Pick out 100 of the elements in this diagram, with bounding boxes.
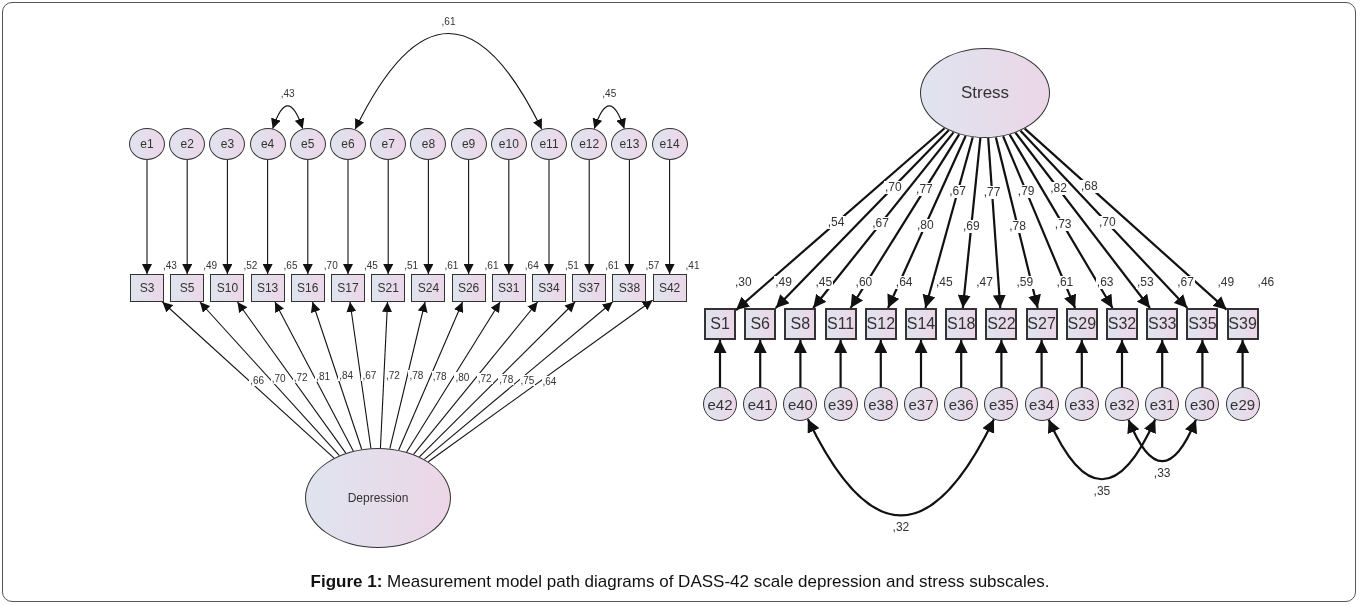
arrow: [463, 159, 474, 275]
error-term-ellipse: e13: [611, 128, 648, 160]
arrow: [1155, 340, 1169, 387]
r-squared-value: ,61: [443, 260, 460, 271]
observed-variable-box: S24: [411, 274, 446, 302]
arrow: [1014, 132, 1151, 309]
edge-label: ,67: [361, 369, 378, 381]
error-term-circle: e30: [1185, 387, 1220, 421]
edge-label: ,77: [915, 183, 934, 197]
arrow: [812, 131, 955, 309]
arrow: [302, 159, 313, 275]
edge-label: ,67: [948, 185, 967, 199]
observed-variable-box: S26: [451, 274, 486, 302]
edge-label: ,75: [519, 375, 536, 387]
edge-label: ,54: [826, 216, 846, 230]
r-squared-value: ,45: [814, 276, 834, 289]
arrow: [1035, 340, 1049, 387]
r-squared-value: ,47: [975, 276, 994, 289]
arrow: [664, 159, 675, 275]
arrow: [887, 135, 967, 309]
observed-variable-box: S1: [704, 308, 736, 340]
observed-variable-box: S33: [1146, 308, 1179, 340]
r-squared-value: ,51: [564, 260, 580, 271]
error-term-ellipse: e4: [249, 128, 286, 160]
observed-variable-box: S32: [1106, 308, 1138, 340]
r-squared-value: ,64: [523, 260, 540, 271]
arrow: [413, 301, 539, 455]
covariance-arrow: [1047, 419, 1157, 481]
error-term-ellipse: e1: [129, 128, 165, 160]
error-term-circle: e35: [984, 387, 1019, 421]
observed-variable-box: S39: [1226, 308, 1259, 340]
covariance-arrow: [271, 105, 304, 130]
r-squared-value: ,46: [1256, 276, 1276, 289]
arrow: [389, 301, 428, 450]
error-term-ellipse: e10: [490, 128, 527, 160]
observed-variable-box: S5: [170, 274, 205, 302]
observed-variable-box: S3: [130, 274, 164, 302]
edge-label: ,70: [1097, 216, 1117, 230]
edge-label: ,73: [1053, 218, 1073, 232]
edge-label: ,43: [279, 88, 296, 100]
arrow: [834, 340, 848, 387]
arrow: [584, 159, 595, 275]
error-term-ellipse: e5: [289, 128, 326, 160]
arrow: [423, 159, 434, 275]
r-squared-value: ,57: [644, 260, 661, 271]
error-term-ellipse: e14: [651, 128, 688, 160]
arrow: [236, 301, 347, 454]
arrow: [379, 301, 393, 449]
covariance-arrow: [354, 33, 543, 130]
edge-label: ,67: [871, 217, 890, 231]
arrow: [262, 159, 273, 275]
arrow: [142, 159, 152, 275]
error-term-ellipse: e9: [450, 128, 487, 160]
latent-variable-ellipse: Stress: [920, 48, 1050, 138]
r-squared-value: ,51: [403, 260, 420, 271]
error-term-circle: e29: [1225, 387, 1260, 421]
arrow: [1008, 134, 1114, 309]
r-squared-value: ,30: [734, 276, 753, 289]
error-term-ellipse: e12: [571, 128, 608, 160]
observed-variable-box: S29: [1065, 308, 1098, 340]
r-squared-value: ,49: [202, 260, 219, 271]
r-squared-value: ,45: [935, 276, 954, 289]
error-term-circle: e37: [904, 387, 938, 421]
arrow: [922, 136, 974, 309]
arrow: [161, 301, 335, 459]
r-squared-value: ,59: [1015, 276, 1035, 289]
edge-label: ,72: [385, 369, 401, 381]
observed-variable-box: S42: [652, 274, 687, 302]
edge-label: ,35: [1092, 484, 1112, 498]
edge-label: ,77: [982, 185, 1002, 199]
edge-label: ,32: [891, 520, 911, 534]
edge-label: ,80: [915, 218, 935, 232]
covariance-arrow: [593, 105, 626, 130]
arrow: [427, 299, 654, 463]
arrow: [222, 159, 233, 275]
edge-label: ,84: [338, 370, 355, 382]
arrow: [182, 159, 193, 275]
observed-variable-box: S27: [1025, 308, 1058, 340]
arrow: [713, 340, 727, 387]
arrow: [994, 340, 1008, 387]
figure-caption: Figure 1: Measurement model path diagrams of DASS-42 scale depression and stress subscales.: [309, 572, 1051, 592]
r-squared-value: ,49: [774, 276, 793, 289]
observed-variable-box: S21: [371, 274, 406, 302]
r-squared-value: ,60: [854, 276, 874, 289]
r-squared-value: ,65: [282, 260, 299, 271]
error-term-circle: e34: [1024, 387, 1059, 421]
observed-variable-box: S14: [905, 308, 937, 340]
edge-label: ,70: [884, 180, 903, 194]
edge-label: ,78: [408, 369, 425, 381]
observed-variable-box: S11: [824, 308, 857, 340]
observed-variable-box: S8: [784, 308, 817, 340]
edge-label: ,82: [1049, 182, 1068, 196]
error-term-ellipse: e7: [370, 128, 407, 160]
arrow: [343, 159, 353, 275]
arrow: [1195, 340, 1209, 387]
edge-label: ,69: [961, 219, 981, 233]
error-term-circle: e39: [823, 387, 858, 421]
edge-label: ,72: [292, 372, 309, 384]
arrow: [199, 301, 340, 457]
error-term-circle: e33: [1064, 387, 1099, 421]
